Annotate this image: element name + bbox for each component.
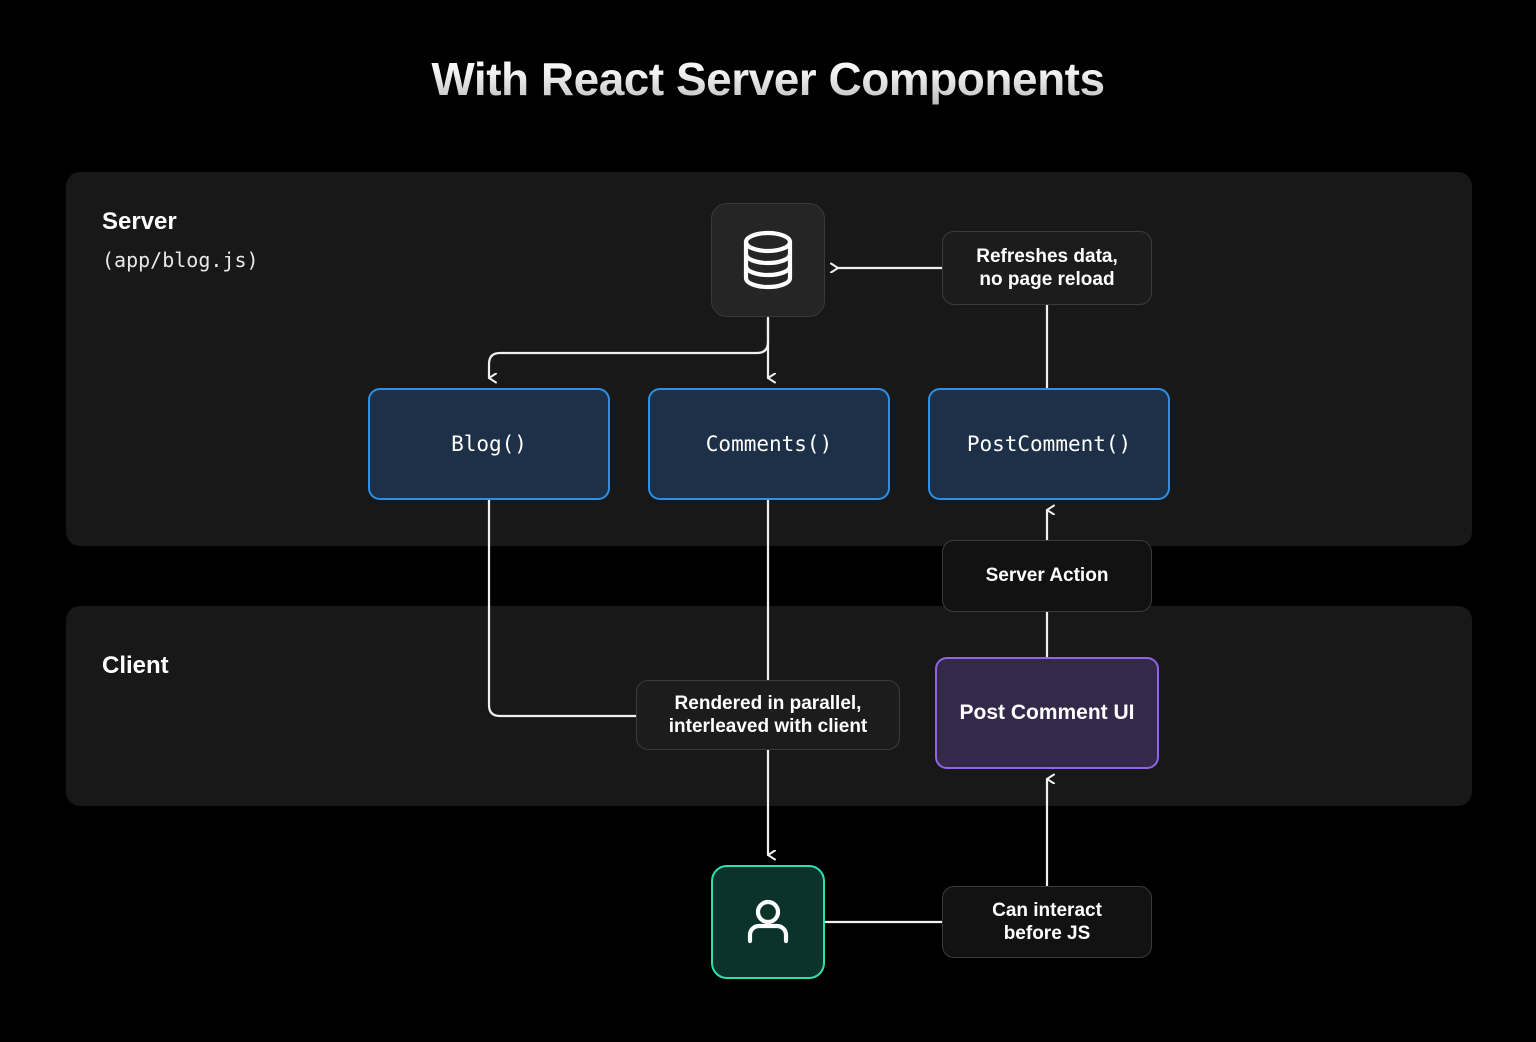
panel-server-title: Server (102, 208, 177, 235)
note-refreshes-data-line2: no page reload (979, 269, 1115, 290)
node-post-comment-ui-label: Post Comment UI (959, 701, 1135, 724)
note-can-interact-line2: before JS (1003, 923, 1091, 944)
node-database[interactable] (711, 203, 825, 317)
note-can-interact-line1: Can interact (992, 899, 1102, 921)
note-rendered-in-parallel-line1: Rendered in parallel, (674, 692, 862, 714)
panel-server-subtitle: (app/blog.js) (102, 248, 259, 272)
node-post-comment[interactable]: PostComment() (928, 388, 1170, 500)
node-blog[interactable]: Blog() (368, 388, 610, 500)
panel-client-title: Client (102, 652, 169, 679)
node-comments[interactable]: Comments() (648, 388, 890, 500)
note-server-action: Server Action (942, 540, 1152, 612)
note-refreshes-data: Refreshes data, no page reload (942, 231, 1152, 305)
note-can-interact: Can interact before JS (942, 886, 1152, 958)
user-icon (747, 899, 789, 944)
note-server-action-label: Server Action (985, 565, 1109, 587)
node-blog-label: Blog() (451, 432, 527, 456)
node-post-comment-label: PostComment() (966, 432, 1132, 456)
page-title: With React Server Components (0, 52, 1536, 106)
database-icon (743, 230, 793, 290)
note-refreshes-data-line1: Refreshes data, (976, 245, 1118, 267)
node-user[interactable] (711, 865, 825, 979)
node-post-comment-ui[interactable]: Post Comment UI (935, 657, 1159, 769)
note-rendered-in-parallel-line2: interleaved with client (668, 716, 868, 737)
note-rendered-in-parallel: Rendered in parallel, interleaved with c… (636, 680, 900, 750)
node-comments-label: Comments() (705, 432, 833, 456)
